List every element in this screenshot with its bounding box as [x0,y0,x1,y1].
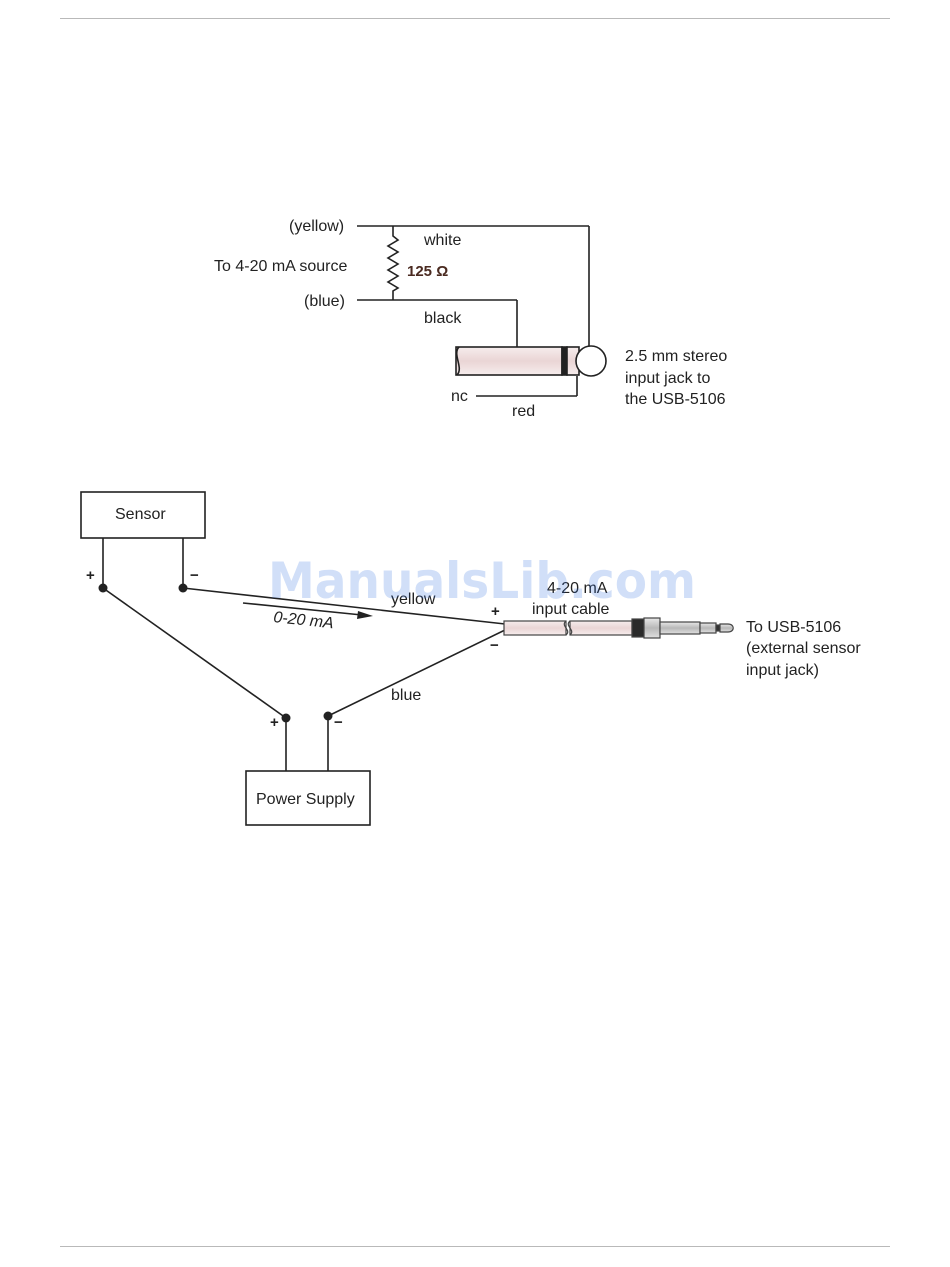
input-cable [504,618,733,638]
supply-plus-terminal [282,714,291,723]
stereo-jack-plug [456,346,606,376]
plug-tip [576,346,606,376]
blue-label: (blue) [304,293,345,310]
supply-plus-sign: + [270,714,279,731]
current-arrow-head [357,611,373,619]
black-label: black [424,310,462,327]
blue-label-2: blue [391,687,421,704]
supply-minus-terminal [324,712,333,721]
plug-tip-2 [720,624,733,632]
plug-collar [644,618,660,638]
sensor-minus-sign: − [190,567,199,584]
supply-minus-sign: − [334,714,343,731]
sensor-label: Sensor [115,506,166,523]
cable-segment-2 [570,621,632,635]
resistor-label: 125 Ω [407,263,448,280]
white-label: white [423,232,461,249]
resistor-symbol [388,226,398,300]
plug-sleeve [456,347,562,375]
sensor-minus-terminal [179,584,188,593]
cable-minus-sign: − [490,637,499,654]
dest-label-line2: (external sensor [746,640,861,657]
jack-label-line3: the USB-5106 [625,391,726,408]
jack-label-line1: 2.5 mm stereo [625,348,727,365]
watermark: ManualsLib.com [268,552,696,610]
source-label: To 4-20 mA source [214,258,348,275]
dest-label-line1: To USB-5106 [746,619,841,636]
dest-label-line3: input jack) [746,662,819,679]
power-supply-label: Power Supply [256,791,355,808]
cable-segment-1 [504,621,566,635]
current-label: 0-20 mA [273,609,335,632]
sensor-to-supply-wire [103,588,286,718]
nc-label: nc [451,388,468,405]
jack-label-line2: input jack to [625,370,710,387]
sensor-plus-terminal [99,584,108,593]
plug-collar-dark [632,619,644,637]
plug-ring-2 [700,623,716,633]
sensor-plus-sign: + [86,567,95,584]
yellow-label: (yellow) [289,218,344,235]
red-label: red [512,403,535,420]
plug-shaft [660,622,700,634]
diagram-sensor-loop [81,492,505,825]
